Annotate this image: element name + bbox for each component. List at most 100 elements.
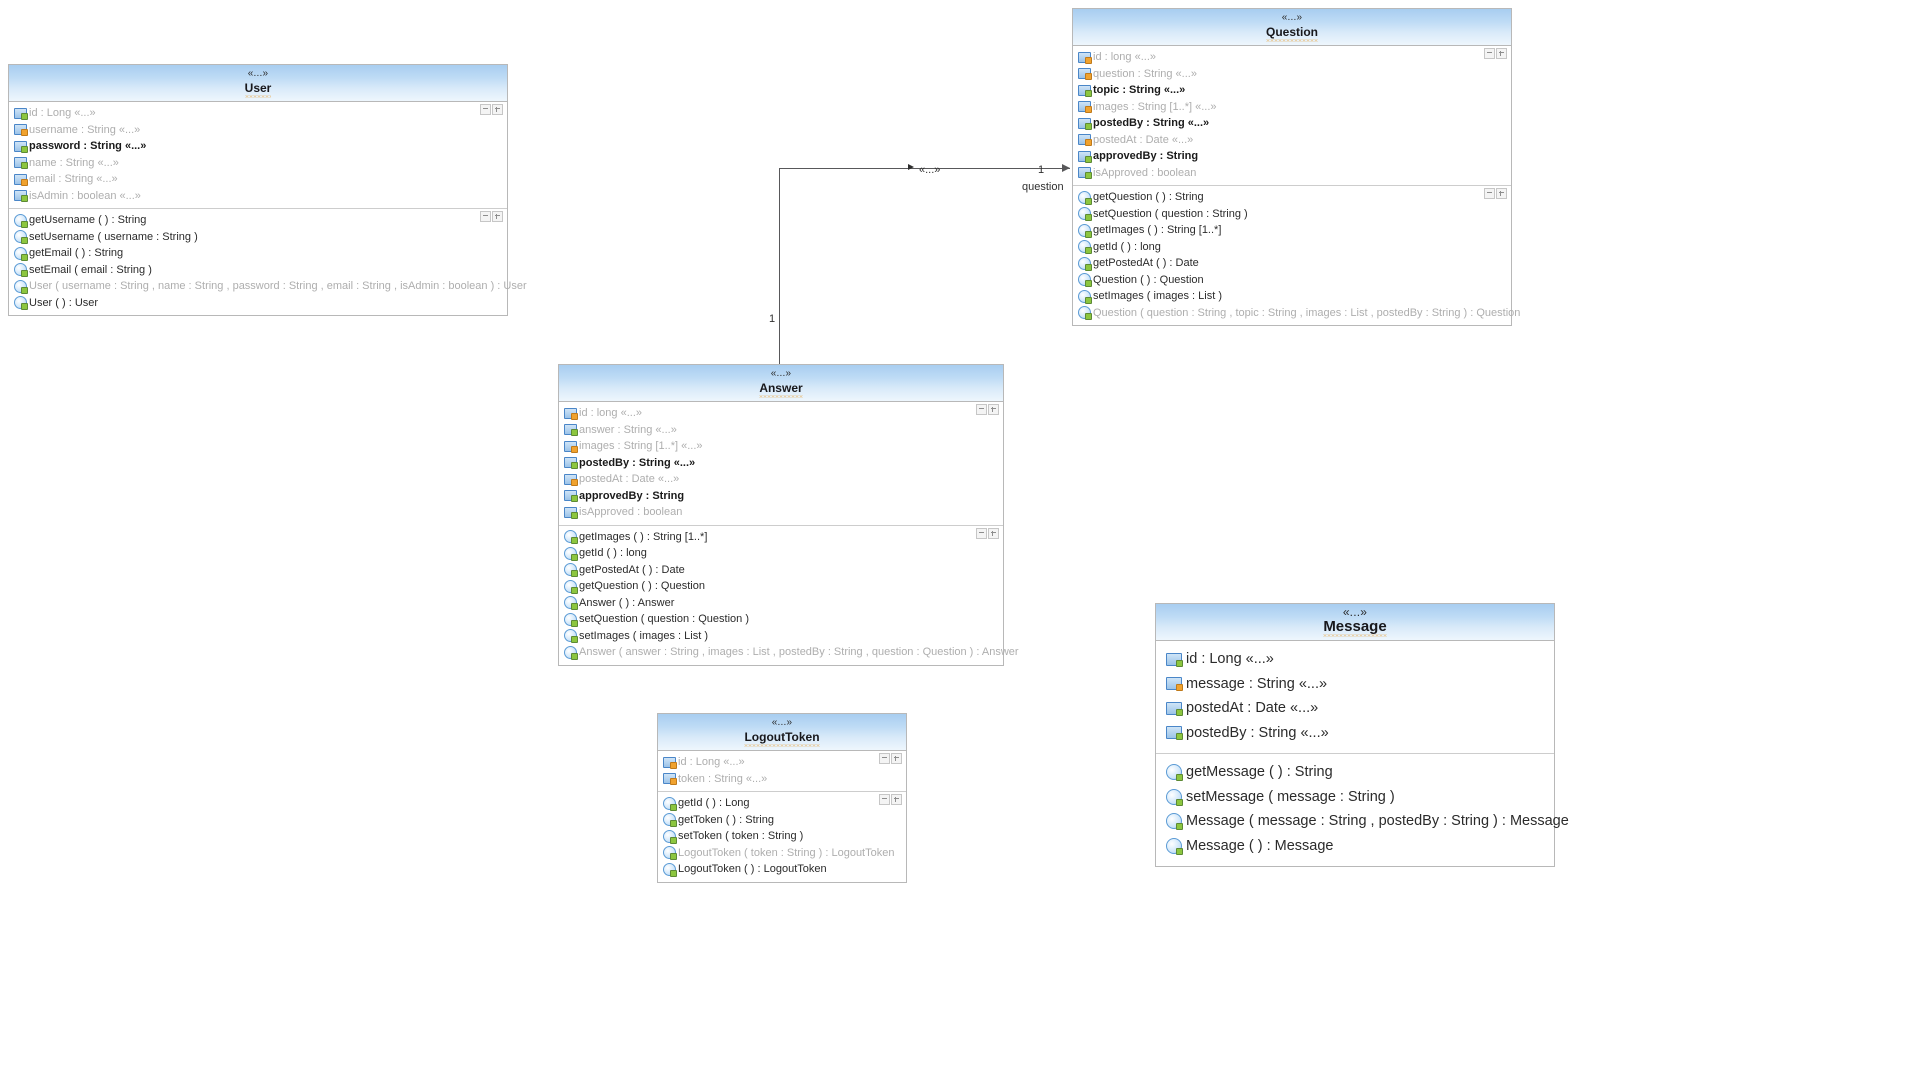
operation-row[interactable]: setImages ( images : List ) — [559, 628, 1003, 645]
collapse-minus-icon[interactable] — [1484, 188, 1495, 199]
operation-row[interactable]: getId ( ) : long — [559, 545, 1003, 562]
attribute-row[interactable]: images : String [1..*] «...» — [559, 438, 1003, 455]
collapse-minus-icon[interactable] — [879, 753, 890, 764]
attribute-row[interactable]: id : Long «...» — [1156, 647, 1554, 672]
operation-row[interactable]: getImages ( ) : String [1..*] — [1073, 222, 1511, 239]
operation-row[interactable]: getMessage ( ) : String — [1156, 760, 1554, 785]
operation-row[interactable]: Question ( ) : Question — [1073, 272, 1511, 289]
operation-row[interactable]: setMessage ( message : String ) — [1156, 785, 1554, 810]
operations-collapse-widget[interactable] — [976, 527, 999, 539]
operations-collapse-widget[interactable] — [480, 211, 503, 222]
attribute-row[interactable]: isAdmin : boolean «...» — [9, 188, 507, 205]
attributes-collapse-widget[interactable] — [1484, 48, 1507, 59]
operation-row[interactable]: getPostedAt ( ) : Date — [559, 562, 1003, 579]
operation-label: getToken ( ) : String — [678, 813, 774, 826]
attributes-collapse-widget[interactable] — [976, 404, 999, 415]
attribute-row[interactable]: isApproved : boolean — [559, 504, 1003, 521]
expand-plus-icon[interactable] — [891, 753, 902, 764]
expand-plus-icon[interactable] — [1496, 188, 1507, 199]
operation-row[interactable]: setImages ( images : List ) — [1073, 288, 1511, 305]
attribute-row[interactable]: approvedBy : String — [1073, 148, 1511, 165]
attribute-row[interactable]: question : String «...» — [1073, 66, 1511, 83]
attribute-row[interactable]: postedBy : String «...» — [1156, 721, 1554, 746]
attribute-row[interactable]: username : String «...» — [9, 122, 507, 139]
operation-row[interactable]: setToken ( token : String ) — [658, 828, 906, 845]
operation-row[interactable]: getQuestion ( ) : String — [1073, 189, 1511, 206]
collapse-minus-icon[interactable] — [480, 104, 491, 115]
uml-class-message[interactable]: «...»Message id : Long «...»message : Str… — [1155, 603, 1569, 867]
attribute-row[interactable]: images : String [1..*] «...» — [1073, 99, 1511, 116]
collapse-minus-icon[interactable] — [976, 404, 987, 415]
operation-row[interactable]: getImages ( ) : String [1..*] — [559, 529, 1003, 546]
attribute-row[interactable]: approvedBy : String — [559, 488, 1003, 505]
operations-collapse-widget[interactable] — [1484, 188, 1507, 199]
operation-row[interactable]: Message ( message : String , postedBy : … — [1156, 809, 1569, 834]
attribute-row[interactable]: token : String «...» — [658, 771, 906, 788]
collapse-minus-icon[interactable] — [879, 794, 890, 805]
operation-row[interactable]: setQuestion ( question : Question ) — [559, 611, 1003, 628]
operation-row[interactable]: getToken ( ) : String — [658, 812, 906, 829]
attribute-row[interactable]: id : Long «...» — [658, 754, 906, 771]
attribute-row[interactable]: topic : String «...» — [1073, 82, 1511, 99]
attribute-row[interactable]: postedBy : String «...» — [1073, 115, 1511, 132]
operation-row[interactable]: getEmail ( ) : String — [9, 245, 507, 262]
attribute-row[interactable]: postedBy : String «...» — [559, 455, 1003, 472]
operation-label: setQuestion ( question : Question ) — [579, 613, 749, 625]
operation-row[interactable]: setEmail ( email : String ) — [9, 262, 507, 279]
connector-stereotype-label: «...» — [919, 164, 941, 176]
collapse-minus-icon[interactable] — [976, 527, 987, 539]
operation-row[interactable]: setQuestion ( question : String ) — [1073, 206, 1511, 223]
attribute-row[interactable]: postedAt : Date «...» — [559, 471, 1003, 488]
operation-row[interactable]: LogoutToken ( ) : LogoutToken — [658, 861, 906, 878]
operation-row[interactable]: getQuestion ( ) : Question — [559, 578, 1003, 595]
operation-label: Message ( ) : Message — [1186, 837, 1334, 854]
collapse-minus-icon[interactable] — [1484, 48, 1495, 59]
expand-plus-icon[interactable] — [988, 404, 999, 415]
operation-row[interactable]: getPostedAt ( ) : Date — [1073, 255, 1511, 272]
operation-row[interactable]: Answer ( answer : String , images : List… — [559, 644, 1019, 661]
attribute-row[interactable]: id : long «...» — [559, 405, 1003, 422]
attribute-row[interactable]: isApproved : boolean — [1073, 165, 1511, 182]
operation-row[interactable]: Answer ( ) : Answer — [559, 595, 1003, 612]
class-header[interactable]: «...»Answer — [559, 365, 1003, 402]
expand-plus-icon[interactable] — [1496, 48, 1507, 59]
uml-class-answer[interactable]: «...»Answer id : long «...»answer : Strin… — [558, 364, 1019, 666]
class-header[interactable]: «...»LogoutToken — [658, 714, 906, 751]
attribute-icon — [1078, 150, 1092, 163]
class-header[interactable]: «...»User — [9, 65, 507, 102]
attribute-row[interactable]: name : String «...» — [9, 155, 507, 172]
operation-row[interactable]: Question ( question : String , topic : S… — [1073, 305, 1520, 322]
attribute-row[interactable]: message : String «...» — [1156, 672, 1554, 697]
operation-row[interactable]: setUsername ( username : String ) — [9, 229, 507, 246]
attribute-row[interactable]: password : String «...» — [9, 138, 507, 155]
uml-class-logouttoken[interactable]: «...»LogoutToken id : Long «...»token : S… — [657, 713, 907, 883]
attribute-row[interactable]: postedAt : Date «...» — [1156, 696, 1554, 721]
attributes-collapse-widget[interactable] — [480, 104, 503, 115]
operation-row[interactable]: getId ( ) : Long — [658, 795, 906, 812]
operation-row[interactable]: getId ( ) : long — [1073, 239, 1511, 256]
uml-class-user[interactable]: «...»User id : Long «...»username : Strin… — [8, 64, 527, 316]
attribute-row[interactable]: id : Long «...» — [9, 105, 507, 122]
expand-plus-icon[interactable] — [891, 794, 902, 805]
operation-row[interactable]: User ( ) : User — [9, 295, 507, 312]
operation-row[interactable]: Message ( ) : Message — [1156, 834, 1554, 859]
collapse-minus-icon[interactable] — [480, 211, 491, 222]
attribute-icon — [564, 490, 578, 503]
operation-row[interactable]: User ( username : String , name : String… — [9, 278, 527, 295]
operations-collapse-widget[interactable] — [879, 794, 902, 805]
operation-row[interactable]: LogoutToken ( token : String ) : LogoutT… — [658, 845, 906, 862]
class-header[interactable]: «...»Message — [1156, 604, 1554, 641]
attribute-row[interactable]: postedAt : Date «...» — [1073, 132, 1511, 149]
attribute-row[interactable]: email : String «...» — [9, 171, 507, 188]
attribute-row[interactable]: answer : String «...» — [559, 422, 1003, 439]
class-header[interactable]: «...»Question — [1073, 9, 1511, 46]
operation-row[interactable]: getUsername ( ) : String — [9, 212, 507, 229]
attributes-collapse-widget[interactable] — [879, 753, 902, 764]
expand-plus-icon[interactable] — [988, 527, 999, 539]
attribute-row[interactable]: id : long «...» — [1073, 49, 1511, 66]
uml-class-question[interactable]: «...»Question id : long «...»question : S… — [1072, 8, 1520, 326]
expand-plus-icon[interactable] — [492, 104, 503, 115]
expand-plus-icon[interactable] — [492, 211, 503, 222]
